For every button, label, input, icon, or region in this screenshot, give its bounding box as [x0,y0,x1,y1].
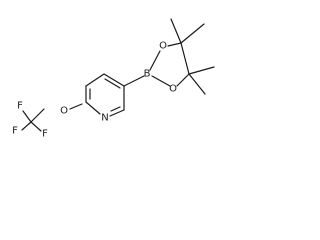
bond-n-c6 [109,109,125,117]
atom-o-ring-lower: O [169,84,177,95]
bond-b-o-lower [151,75,171,87]
bond-c-f3 [30,121,42,132]
bond-c4-c3 [85,73,105,87]
atom-o-ring-upper: O [159,41,167,52]
bond-methyl-2 [180,23,205,44]
bonds [21,18,215,132]
bond-methyl-4 [188,73,206,95]
atom-o-ether: O [60,106,68,117]
atom-f-bottom: F [42,129,48,140]
atom-f-left: F [12,126,18,137]
molecule-drawing: F F F O N B O O [12,18,215,140]
bond-methyl-1 [170,18,182,44]
bond-c-f2 [21,121,32,131]
bond-b-o-upper [149,50,161,71]
atom-n-pyridine: N [101,113,108,124]
bond-methyl-3 [188,66,215,75]
bond-c2-n [85,101,101,115]
bond-c5-c4 [103,73,125,87]
bond-double-c4-c5 [104,78,121,89]
atom-f-top: F [17,101,23,112]
bond-o-ether-c2 [69,103,83,110]
bond-double-c6-n [110,106,121,112]
bond-c-o-ether [30,108,45,123]
atom-b: B [144,69,151,80]
structure-diagram: F F F O N B O O [0,0,250,141]
bond-c5-b [123,75,145,87]
bond-c-f1 [22,110,32,123]
bond-o-upper-c [167,42,182,47]
atom-labels: F F F O N B O O [12,41,177,140]
bond-o-lower-c [176,73,190,87]
bond-c-c-ring [180,42,190,75]
